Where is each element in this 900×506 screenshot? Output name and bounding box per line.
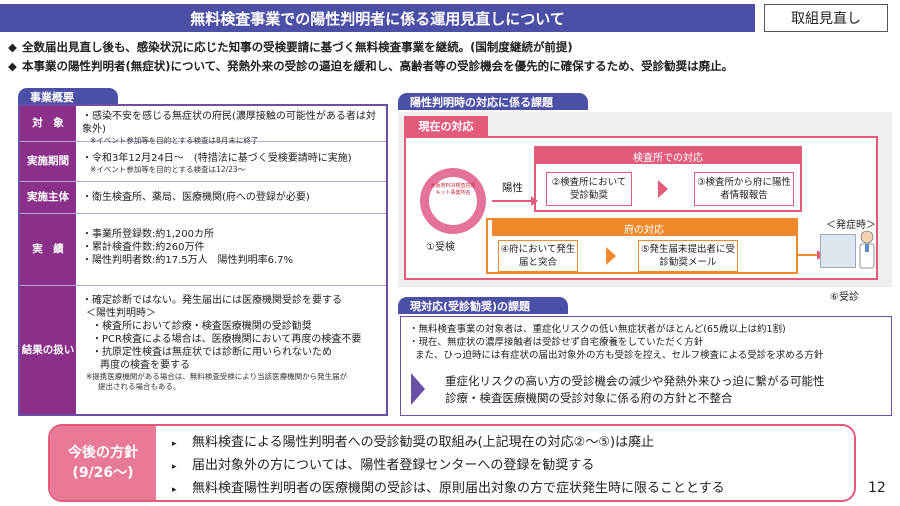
triangle-bullet-icon: ▸ (172, 439, 177, 449)
summary-bullet-text: 全数届出見直し後も、感染状況に応じた知事の受検要請に基づく無料検査事業を継続。(… (22, 40, 573, 54)
row-head: 実施期間 (20, 142, 76, 181)
row-head: 実施主体 (20, 182, 76, 213)
row-line: ・確定診断ではない。発生届出には医療機関受診を要する (82, 295, 342, 306)
arrow-right-icon (658, 180, 668, 198)
row-body: ・令和3年12月24日～ (特措法に基づく受検要請時に実施) ※イベント参加等を… (76, 142, 386, 181)
row-line: ・検査所において診療・検査医療機関の受診勧奨 (92, 321, 312, 332)
row-line: ・事業所登録数:約1,200カ所 (82, 229, 214, 240)
future-policy-list: ▸ 無料検査による陽性判明者への受診勧奨の取組み(上記現在の対応②～⑤)は廃止 ▸… (172, 432, 725, 501)
arrow-right-icon (411, 373, 425, 405)
prefecture-group: 府の対応 ④府において発生届と突合 ⑤発生届未提出者に受診勧奨メール (486, 218, 798, 274)
row-body: ・感染不安を感じる無症状の府民(濃厚接触の可能性がある者は対象外) ※イベント参… (76, 106, 386, 145)
row-line: ・陽性判明者数:約17.5万人 陽性判明率6.7% (82, 255, 294, 266)
positive-label: 陽性 (502, 182, 523, 194)
issue-text: ・無料検査事業の対象者は、重症化リスクの低い無症状者がほとんど(65歳以上は約1… (409, 323, 823, 362)
step-4-box: ④府において発生届と突合 (498, 240, 578, 272)
symptom-label: ＜発症時＞ (826, 220, 876, 231)
arrow-right-icon (492, 196, 538, 206)
row-line: ＜陽性判明時＞ (86, 308, 156, 319)
row-note: ※提携医療機関がある場合は、無料検査受検により当該医療機関から発生届が (86, 372, 348, 381)
row-line: ・衛生検査所、薬局、医療機関(府への登録が必要) (82, 192, 310, 203)
triangle-bullet-icon: ▸ (172, 462, 177, 472)
diamond-icon: ◆ (8, 40, 17, 54)
category-tag: 取組見直し (764, 4, 888, 32)
row-note: ※イベント参加等を目的とする検査は8月末に終了 (90, 136, 259, 145)
future-policy-label: 今後の方針 (9/26～) (50, 426, 156, 500)
step-6: ⑥受診 (830, 292, 859, 303)
row-head: 結果の扱い (20, 286, 76, 414)
row-line: ・抗原定性検査は無症状では診断に用いられないため (92, 347, 332, 358)
future-policy-text: 無料検査陽性判明者の医療機関の受診は、原則届出対象の方で症状発生時に限ることとす… (192, 481, 725, 496)
step-1: ①受検 (426, 242, 455, 253)
arrow-right-icon (798, 250, 824, 260)
future-policy-box: 今後の方針 (9/26～) ▸ 無料検査による陽性判明者への受診勧奨の取組み(上記… (48, 424, 856, 502)
response-label: 陽性判明時の対応に係る課題 (398, 93, 588, 110)
arrow-right-icon (606, 247, 616, 265)
issue-conclusion: 重症化リスクの高い方の受診機会の減少や発熱外来ひっ迫に繋がる可能性 診療・検査医… (445, 373, 825, 407)
triangle-bullet-icon: ▸ (172, 485, 177, 495)
issue-line: ・無料検査事業の対象者は、重症化リスクの低い無症状者がほとんど(65歳以上は約1… (409, 324, 786, 335)
future-policy-title: 今後の方針 (68, 445, 138, 461)
future-policy-item: ▸ 届出対象外の方については、陽性者登録センターへの登録を勧奨する (172, 455, 725, 478)
future-policy-date: (9/26～) (72, 465, 134, 481)
row-note: ※イベント参加等を目的とする検査は12/23～ (90, 165, 246, 174)
row-line: 再度の検査を要する (100, 360, 190, 371)
row-body: ・衛生検査所、薬局、医療機関(府への登録が必要) (76, 182, 386, 213)
overview-row-handling: 結果の扱い ・確定診断ではない。発生届出には医療機関受診を要する ＜陽性判明時＞… (20, 286, 386, 414)
row-head: 対 象 (20, 106, 76, 141)
clinic-group: 検査所での対応 ②検査所において受診勧奨 ③検査所から府に陽性者情報報告 (534, 146, 802, 212)
seal-text: 大阪府PCR検査抗原キット事業所名 (429, 177, 477, 225)
overview-row-results: 実 績 ・事業所登録数:約1,200カ所 ・累計検査件数:約260万件 ・陽性判… (20, 214, 386, 286)
row-line: ・累計検査件数:約260万件 (82, 242, 205, 253)
diamond-icon: ◆ (8, 59, 17, 73)
issue-line: ・現在、無症状の濃厚接触者は受診せず自宅療養をしていただく方針 (409, 337, 704, 348)
registration-seal-icon: 大阪府PCR検査抗原キット事業所名 (420, 168, 486, 234)
overview-row-period: 実施期間 ・令和3年12月24日～ (特措法に基づく受検要請時に実施) ※イベン… (20, 142, 386, 182)
summary-bullet: ◆ 全数届出見直し後も、感染状況に応じた知事の受検要請に基づく無料検査事業を継続。… (8, 38, 893, 57)
overview-row-operator: 実施主体 ・衛生検査所、薬局、医療機関(府への登録が必要) (20, 182, 386, 214)
current-response-label: 現在の対応 (404, 116, 488, 136)
current-response-box: 大阪府PCR検査抗原キット事業所名 ①受検 陽性 検査所での対応 ②検査所におい… (404, 136, 878, 303)
summary-bullets: ◆ 全数届出見直し後も、感染状況に応じた知事の受検要請に基づく無料検査事業を継続。… (8, 38, 893, 76)
summary-bullet-text: 本事業の陽性判明者(無症状)について、発熱外来の受診の逼迫を緩和し、高齢者等の受… (22, 59, 734, 73)
issue-conclusion-line: 診療・検査医療機関の受診対象に係る府の方針と不整合 (445, 391, 733, 405)
row-line: ・PCR検査による場合は、医療機関において再度の検査不要 (92, 334, 362, 345)
prefecture-group-header: 府の対応 (492, 220, 796, 236)
overview-row-target: 対 象 ・感染不安を感じる無症状の府民(濃厚接触の可能性がある者は対象外) ※イ… (20, 106, 386, 145)
response-panel: 現在の対応 大阪府PCR検査抗原キット事業所名 ①受検 陽性 検査所での対応 ②… (398, 112, 892, 303)
step-5-box: ⑤発生届未提出者に受診勧奨メール (638, 240, 738, 272)
issue-label: 現対応(受診勧奨)の課題 (398, 297, 568, 314)
issue-conclusion-line: 重症化リスクの高い方の受診機会の減少や発熱外来ひっ迫に繋がる可能性 (445, 374, 825, 388)
step-3-box: ③検査所から府に陽性者情報報告 (694, 172, 794, 206)
page-title: 無料検査事業での陽性判明者に係る運用見直しについて (0, 4, 755, 32)
page-number: 12 (868, 480, 886, 496)
clinic-group-header: 検査所での対応 (536, 148, 800, 164)
row-note: 提出される場合もある。 (98, 382, 181, 391)
issue-line: また、ひっ迫時には有症状の届出対象外の方も受診を控え、セルフ検査による受診を求め… (415, 350, 824, 361)
overview-table: 対 象 ・感染不安を感じる無症状の府民(濃厚接触の可能性がある者は対象外) ※イ… (18, 104, 388, 416)
future-policy-text: 無料検査による陽性判明者への受診勧奨の取組み(上記現在の対応②～⑤)は廃止 (192, 435, 655, 450)
future-policy-item: ▸ 無料検査による陽性判明者への受診勧奨の取組み(上記現在の対応②～⑤)は廃止 (172, 432, 725, 455)
overview-label: 事業概要 (18, 88, 118, 105)
row-line: ・感染不安を感じる無症状の府民(濃厚接触の可能性がある者は対象外) (82, 111, 376, 135)
future-policy-item: ▸ 無料検査陽性判明者の医療機関の受診は、原則届出対象の方で症状発生時に限ることと… (172, 478, 725, 501)
row-line: ・令和3年12月24日～ (特措法に基づく受検要請時に実施) (82, 153, 352, 164)
summary-bullet: ◆ 本事業の陽性判明者(無症状)について、発熱外来の受診の逼迫を緩和し、高齢者等の… (8, 57, 893, 76)
doctor-icon (859, 230, 875, 269)
future-policy-text: 届出対象外の方については、陽性者登録センターへの登録を勧奨する (192, 458, 595, 473)
hospital-icon (820, 234, 856, 268)
row-body: ・確定診断ではない。発生届出には医療機関受診を要する ＜陽性判明時＞ ・検査所に… (76, 286, 386, 414)
step-2-box: ②検査所において受診勧奨 (546, 172, 632, 206)
issue-box: ・無料検査事業の対象者は、重症化リスクの低い無症状者がほとんど(65歳以上は約1… (400, 316, 892, 416)
row-head: 実 績 (20, 214, 76, 285)
row-body: ・事業所登録数:約1,200カ所 ・累計検査件数:約260万件 ・陽性判明者数:… (76, 214, 386, 285)
